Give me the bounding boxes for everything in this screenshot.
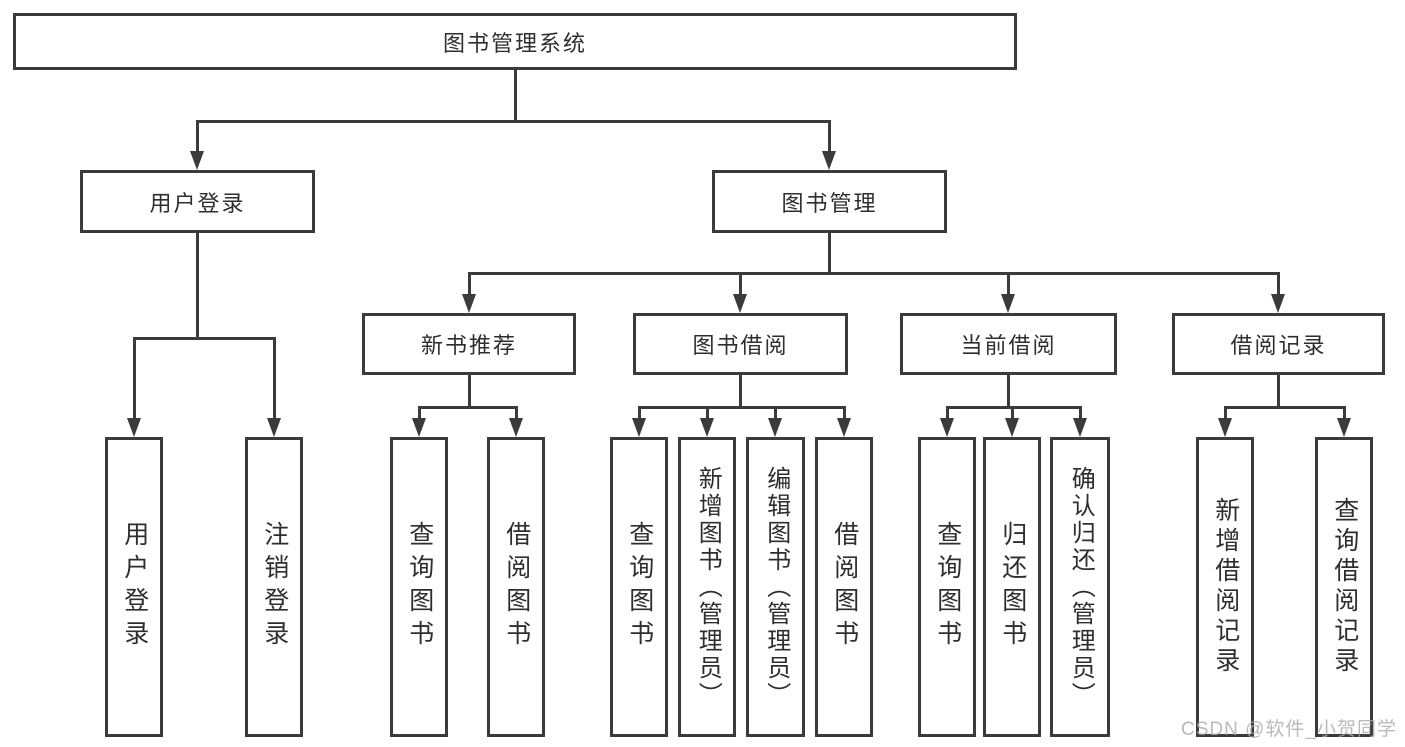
arrowhead-icon [1218,418,1232,437]
leaf-query-books: 查询图书 [390,437,448,737]
arrowhead-icon [1005,418,1019,437]
arrowhead-icon [1073,418,1087,437]
node-book-borrow: 图书借阅 [633,313,848,375]
node-label: 归还图书 [998,521,1027,653]
node-label: 查询借阅记录 [1330,497,1359,677]
node-label: 查询图书 [933,521,962,653]
arrowhead-icon [462,294,476,313]
connector-line [468,272,1280,275]
arrowhead-icon [733,294,747,313]
node-label: 借阅记录 [1230,333,1327,358]
connector-line [739,272,742,296]
arrowhead-icon [267,418,281,437]
connector-line [1007,375,1010,406]
connector-line [1007,272,1010,296]
arrowhead-icon [1001,294,1015,313]
node-current-borrow: 当前借阅 [900,313,1117,375]
connector-line [706,406,709,419]
node-user-login: 用户登录 [80,170,315,233]
leaf-confirm-return-admin: 确认归还（管理员） [1050,437,1110,737]
arrowhead-icon [837,418,851,437]
node-label: 借阅图书 [830,521,859,653]
connector-line [1224,406,1227,419]
node-new-book-recommend: 新书推荐 [362,313,576,375]
arrowhead-icon [768,418,782,437]
arrowhead-icon [700,418,714,437]
node-label: 借阅图书 [502,521,531,653]
arrowhead-icon [509,418,523,437]
connector-line [774,406,777,419]
leaf-query-books-2: 查询图书 [610,437,668,737]
connector-line [515,406,518,419]
node-label: 图书管理系统 [442,30,587,56]
leaf-user-login: 用户登录 [105,437,163,737]
node-label: 图书管理 [781,190,878,216]
node-label: 新增图书（管理员） [694,465,722,709]
node-label: 新增借阅记录 [1211,497,1240,677]
connector-line [828,233,831,272]
node-label: 查询图书 [405,521,434,653]
connector-line [828,120,831,153]
connector-line [1224,406,1346,409]
connector-line [196,120,831,123]
arrowhead-icon [412,418,426,437]
connector-line [1011,406,1014,419]
connector-line [1343,406,1346,419]
leaf-query-borrow-record: 查询借阅记录 [1315,437,1373,737]
connector-line [468,272,471,296]
arrowhead-icon [190,151,204,170]
connector-line [418,406,421,419]
connector-line [196,120,199,153]
connector-line [1277,375,1280,406]
arrowhead-icon [127,418,141,437]
connector-line [468,375,471,406]
leaf-logout: 注销登录 [245,437,303,737]
node-label: 用户登录 [120,521,149,653]
leaf-add-borrow-record: 新增借阅记录 [1196,437,1254,737]
csdn-watermark: CSDN @软件_小贺同学 [1181,719,1397,740]
arrowhead-icon [940,418,954,437]
node-label: 图书借阅 [692,333,789,358]
leaf-borrow-books-2: 借阅图书 [815,437,873,737]
node-label: 查询图书 [625,521,654,653]
arrowhead-icon [1337,418,1351,437]
node-label: 用户登录 [149,190,246,216]
connector-line [843,406,846,419]
arrowhead-icon [632,418,646,437]
leaf-edit-book-admin: 编辑图书（管理员） [746,437,805,737]
connector-line [739,375,742,406]
connector-line [946,406,949,419]
node-label: 确认归还（管理员） [1067,465,1095,709]
leaf-query-books-3: 查询图书 [918,437,976,737]
leaf-return-books: 归还图书 [983,437,1041,737]
node-label: 当前借阅 [960,333,1057,358]
connector-line [514,70,517,120]
connector-line [1277,272,1280,296]
node-borrow-records: 借阅记录 [1172,313,1385,375]
node-label: 注销登录 [260,521,289,653]
connector-line [418,406,518,409]
arrowhead-icon [1271,294,1285,313]
node-book-management: 图书管理 [712,170,947,233]
connector-line [196,233,199,337]
leaf-borrow-books: 借阅图书 [487,437,545,737]
connector-line [638,406,846,409]
node-label: 新书推荐 [420,333,517,358]
connector-line [1079,406,1082,419]
node-label: 编辑图书（管理员） [762,465,790,709]
arrowhead-icon [822,151,836,170]
connector-line [133,337,276,340]
leaf-add-book-admin: 新增图书（管理员） [678,437,736,737]
connector-line [273,337,276,419]
connector-line [638,406,641,419]
connector-line [946,406,1082,409]
node-library-system: 图书管理系统 [13,13,1017,70]
connector-line [133,337,136,419]
